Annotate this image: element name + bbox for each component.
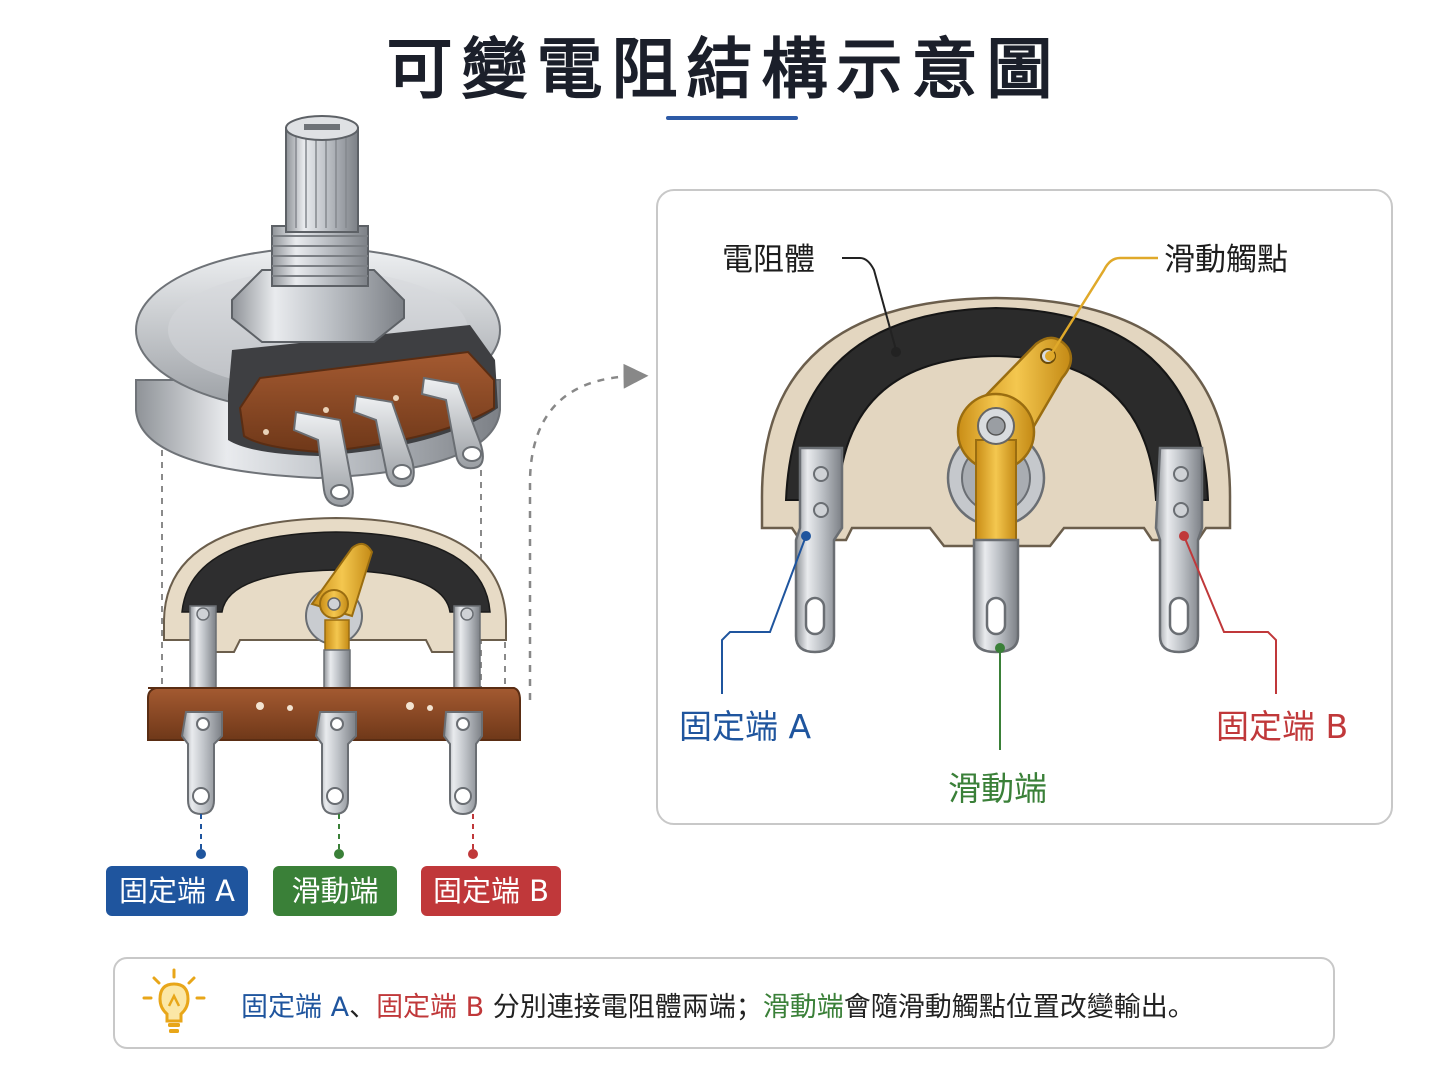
zoom-fixed-a-label: 固定端 A [679,707,812,746]
resistive-element-label: 電阻體 [722,242,815,278]
page-title: 可變電阻結構示意圖 [386,31,1062,108]
note-separator: 、 [349,992,377,1023]
note-box [113,957,1335,1049]
terminal-leaders-left [196,814,478,859]
arrow-icon [528,363,649,700]
title-underline [666,116,798,120]
note-end: 會隨滑動觸點位置改變輸出。 [843,992,1195,1023]
note-middle: 分別連接電阻體兩端； [484,992,763,1023]
wiper-badge: 滑動端 [273,866,397,916]
note-wiper: 滑動端 [762,992,844,1023]
lightbulb-icon [142,968,206,1033]
zoom-wiper-label: 滑動端 [948,769,1047,808]
note-fixed-a: 固定端 A [241,992,350,1023]
potentiometer-housing [135,115,501,508]
note-fixed-b: 固定端 B [376,992,485,1023]
exploded-element [147,516,521,816]
fixed-b-badge: 固定端 B [421,866,561,916]
note-text: 固定端 A、固定端 B 分別連接電阻體兩端；滑動端會隨滑動觸點位置改變輸出。 [241,985,1195,1024]
explode-guide-lines [161,450,506,700]
resistive-track [784,306,1210,501]
fixed-a-badge: 固定端 A [106,866,248,916]
wiper-contact-label: 滑動觸點 [1164,242,1288,278]
zoom-fixed-b-label: 固定端 B [1216,707,1349,746]
